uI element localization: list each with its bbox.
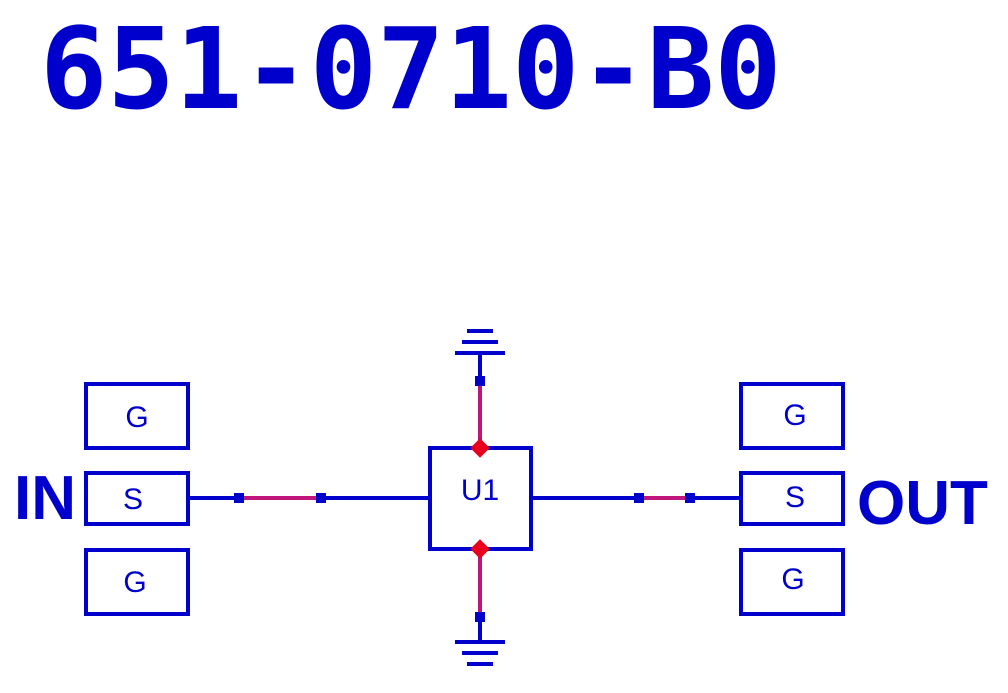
input-pad-ground-top-label: G xyxy=(125,401,148,434)
bottom-pin-marker xyxy=(470,539,490,559)
input-pad-group: G S G xyxy=(84,382,190,616)
output-signal-path xyxy=(531,493,741,503)
output-trace-node-right xyxy=(685,493,695,503)
output-pad-ground-top xyxy=(739,382,845,450)
output-pad-group: G S G xyxy=(739,382,845,616)
top-pin-marker xyxy=(470,438,490,458)
input-pad-ground-top xyxy=(84,382,190,450)
output-pad-ground-bottom xyxy=(739,548,845,616)
top-ground-node xyxy=(475,376,485,386)
component-designator: U1 xyxy=(461,474,499,507)
input-trace-node-right xyxy=(316,493,326,503)
input-trace-node-left xyxy=(234,493,244,503)
component-u1: U1 xyxy=(428,446,533,551)
input-pad-ground-bottom-label: G xyxy=(123,566,146,599)
ground-icon xyxy=(455,329,505,355)
bottom-ground-connection xyxy=(455,539,505,666)
input-signal-path xyxy=(188,493,430,503)
input-pad-ground-bottom xyxy=(84,548,190,616)
bottom-ground-node xyxy=(475,612,485,622)
input-port-label: IN xyxy=(14,464,76,533)
output-port-label: OUT xyxy=(857,469,988,538)
part-number-title: 651-0710-B0 xyxy=(40,5,782,135)
ground-icon xyxy=(455,640,505,666)
output-pad-signal-label: S xyxy=(785,481,805,514)
top-ground-connection xyxy=(455,329,505,458)
output-pad-ground-bottom-label: G xyxy=(781,563,804,596)
input-pad-signal-label: S xyxy=(123,483,143,516)
output-trace-node-left xyxy=(634,493,644,503)
output-pad-ground-top-label: G xyxy=(783,399,806,432)
